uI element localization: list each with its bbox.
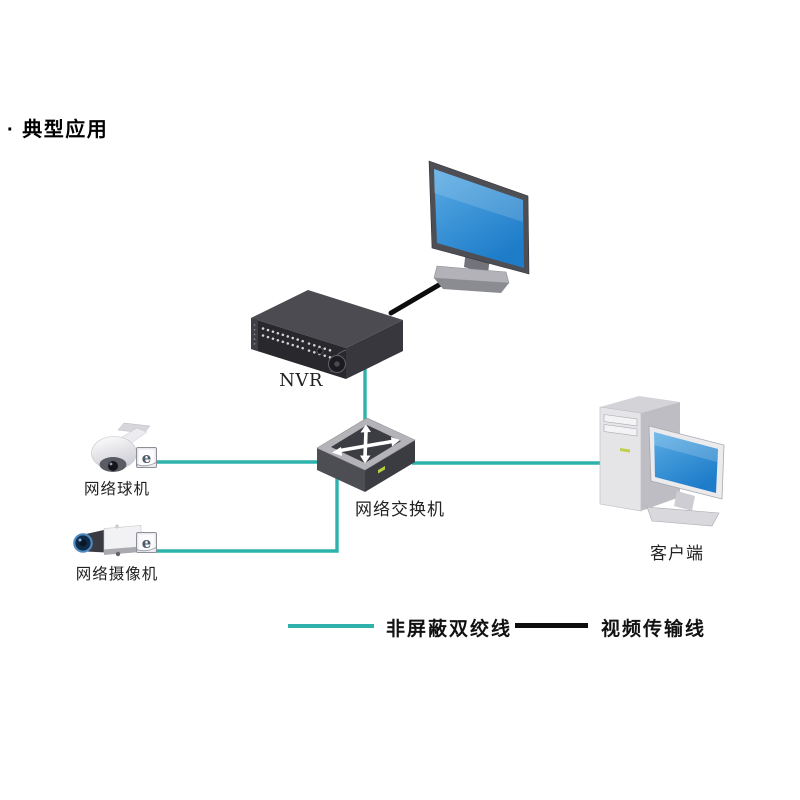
switch-label: 网络交换机 bbox=[355, 500, 445, 520]
nvr-top-face bbox=[251, 290, 403, 348]
legend-video-label: 视频传输线 bbox=[601, 618, 707, 640]
client-label: 客户端 bbox=[650, 544, 704, 564]
monitor-base-front bbox=[434, 278, 509, 293]
monitor-illustration bbox=[428, 160, 530, 293]
boxcam-mount-screw bbox=[115, 551, 121, 557]
nvr-right-face bbox=[346, 320, 403, 379]
legend-utp-line-sample bbox=[288, 624, 374, 628]
boxcam-body-base bbox=[104, 546, 141, 555]
switch-arrows-icon bbox=[332, 424, 400, 464]
legend-video-line-sample bbox=[515, 623, 588, 628]
pc-monitor-screen-glare bbox=[654, 432, 718, 462]
boxcam-top-knob bbox=[115, 524, 119, 529]
nvr-illustration bbox=[251, 290, 403, 379]
line-boxcam-to-switch bbox=[156, 468, 339, 553]
pc-monitor-base bbox=[646, 506, 720, 527]
nvr-power-button bbox=[316, 347, 324, 355]
ptz-lens-glint bbox=[109, 462, 113, 466]
switch-right-face bbox=[365, 440, 415, 492]
nvr-label: NVR bbox=[279, 370, 323, 391]
tower-power-led bbox=[620, 448, 630, 453]
legend-utp-label: 非屏蔽双绞线 bbox=[386, 618, 513, 640]
tower-top-face bbox=[600, 396, 680, 413]
boxcam-lens-core bbox=[79, 539, 87, 547]
nvr-front-face bbox=[251, 318, 346, 379]
ptz-lens bbox=[108, 461, 118, 471]
box-camera-illustration bbox=[73, 524, 142, 557]
switch-front-face bbox=[317, 448, 365, 492]
nvr-jog-dial-hub bbox=[334, 361, 340, 367]
ptz-camera-illustration bbox=[91, 422, 151, 472]
switch-illustration bbox=[316, 417, 416, 492]
monitor-screen bbox=[434, 169, 524, 268]
tower-drive-bay-2 bbox=[603, 424, 638, 437]
client-pc-illustration bbox=[599, 396, 725, 527]
pc-monitor-neck bbox=[674, 491, 695, 511]
tower-drive-bay-1 bbox=[603, 414, 638, 427]
connection-lines bbox=[154, 269, 604, 553]
page-title: · 典型应用 bbox=[7, 119, 109, 141]
box-camera-label: 网络摄像机 bbox=[75, 565, 159, 583]
pc-monitor-screen bbox=[654, 432, 718, 493]
ie-browser-icon: e bbox=[136, 447, 157, 468]
boxcam-lens-glint bbox=[78, 538, 82, 542]
monitor-screen-glare bbox=[434, 169, 523, 222]
ie-browser-icon: e bbox=[136, 532, 157, 553]
switch-led bbox=[378, 466, 385, 474]
ptz-camera-label: 网络球机 bbox=[83, 480, 151, 498]
